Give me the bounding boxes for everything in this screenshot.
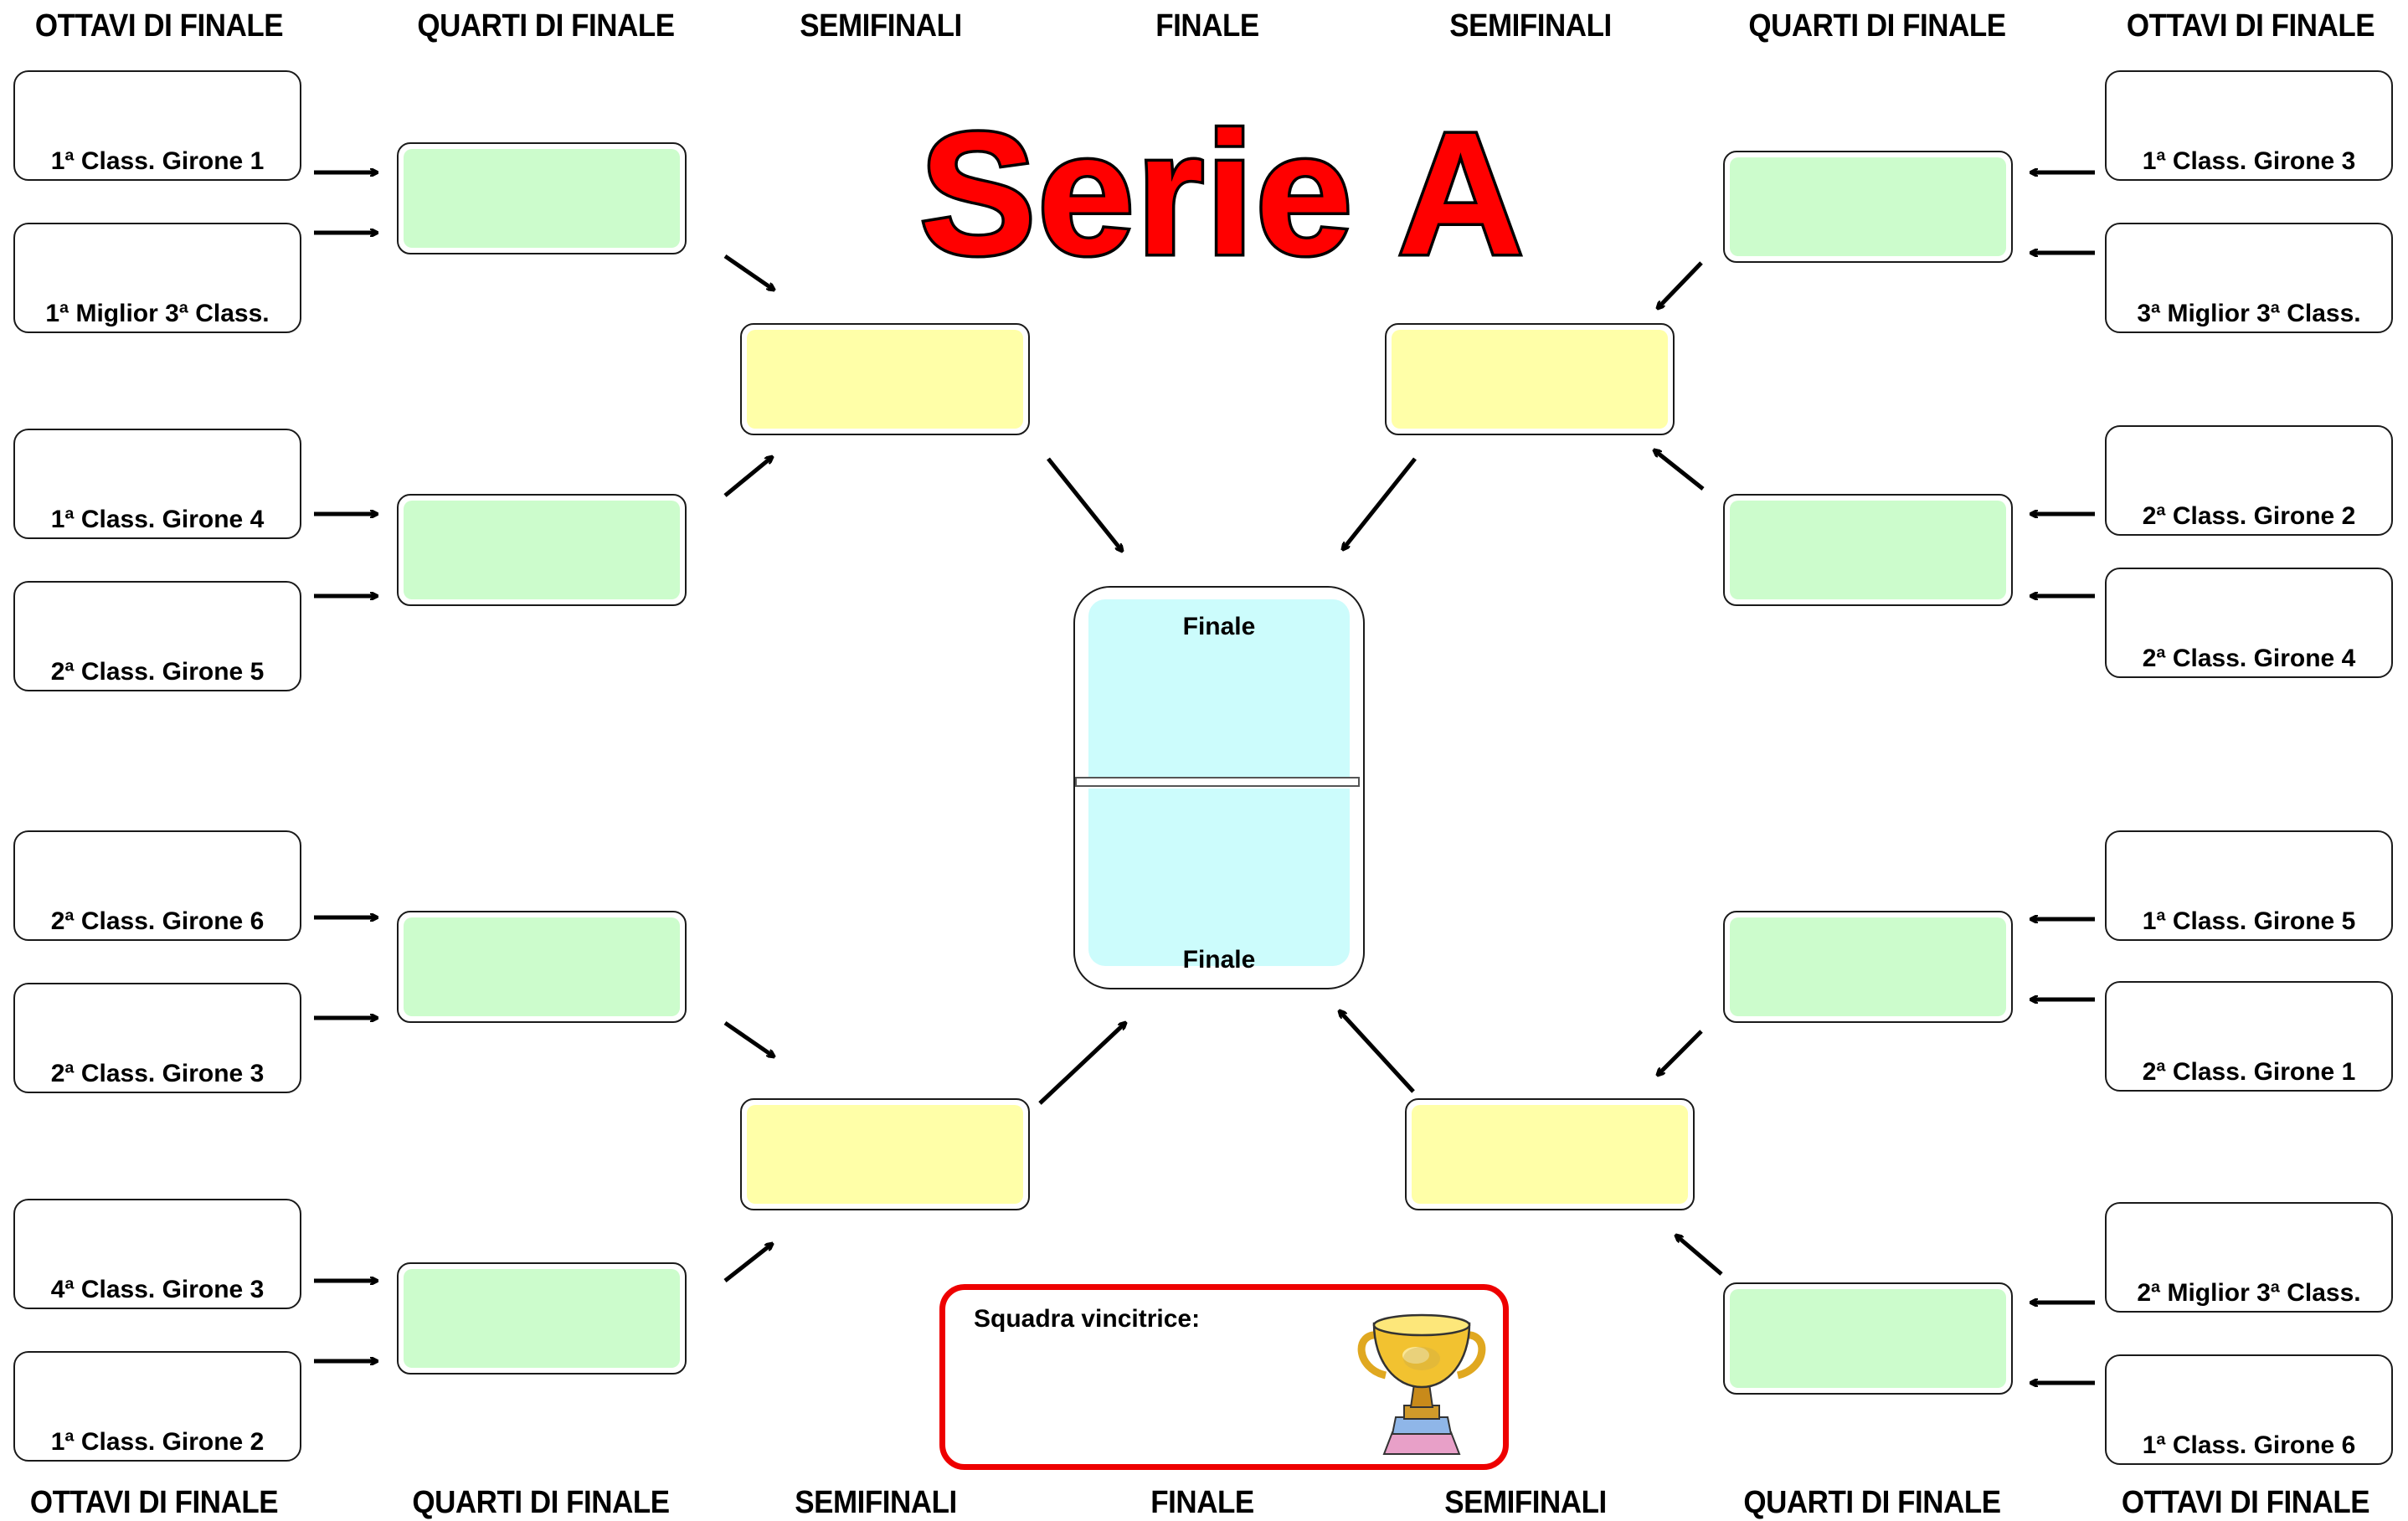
team-label: 1ª Class. Girone 6	[2142, 1431, 2356, 1459]
arrow	[1047, 457, 1122, 551]
arrow	[1343, 457, 1417, 549]
arrow	[723, 1020, 774, 1056]
header-ottavi-right: OTTAVI DI FINALE	[2126, 8, 2375, 44]
quarter-slot-left-3[interactable]	[397, 911, 687, 1023]
team-slot-right-8[interactable]: 1ª Class. Girone 6	[2105, 1354, 2393, 1465]
final-label-bottom: Finale	[1182, 946, 1256, 974]
semi-slot-left-1[interactable]	[740, 323, 1030, 435]
arrow	[1038, 1023, 1125, 1105]
title-serie-a: Serie A	[917, 97, 1526, 291]
footer-quarti-right: QUARTI DI FINALE	[1743, 1485, 2001, 1520]
team-label: 1ª Class. Girone 5	[2142, 907, 2356, 935]
final-box[interactable]: Finale Finale	[1073, 586, 1365, 989]
arrow	[723, 254, 774, 290]
final-label-top: Finale	[1182, 613, 1256, 640]
team-label: 1ª Class. Girone 1	[50, 147, 265, 175]
team-label: 1ª Class. Girone 4	[50, 506, 265, 533]
winner-label: Squadra vincitrice:	[974, 1305, 1201, 1333]
semi-slot-right-1[interactable]	[1385, 323, 1675, 435]
team-slot-left-3[interactable]: 1ª Class. Girone 4	[13, 429, 301, 539]
team-label: 2ª Class. Girone 4	[2142, 645, 2356, 672]
quarter-slot-right-4[interactable]	[1723, 1282, 2013, 1395]
team-slot-left-7[interactable]: 4ª Class. Girone 3	[13, 1199, 301, 1309]
quarter-slot-right-1[interactable]	[1723, 151, 2013, 263]
team-slot-right-2[interactable]: 3ª Miglior 3ª Class.	[2105, 223, 2393, 333]
footer-finale: FINALE	[1150, 1485, 1254, 1520]
footer-quarti-left: QUARTI DI FINALE	[412, 1485, 670, 1520]
arrow	[723, 457, 772, 497]
team-slot-right-7[interactable]: 2ª Miglior 3ª Class.	[2105, 1202, 2393, 1313]
team-label: 2ª Miglior 3ª Class.	[2137, 1279, 2361, 1307]
arrow	[1658, 1030, 1703, 1075]
team-label: 2ª Class. Girone 1	[2142, 1058, 2356, 1086]
team-slot-left-4[interactable]: 2ª Class. Girone 5	[13, 581, 301, 691]
header-finale: FINALE	[1155, 8, 1259, 44]
team-label: 1ª Class. Girone 3	[2142, 147, 2356, 175]
trophy-icon	[1357, 1313, 1486, 1455]
arrow	[1676, 1236, 1723, 1276]
arrow	[1654, 450, 1705, 491]
team-slot-right-4[interactable]: 2ª Class. Girone 4	[2105, 568, 2393, 678]
winner-box[interactable]: Squadra vincitrice:	[939, 1284, 1509, 1470]
final-slot-bottom[interactable]	[1088, 789, 1350, 966]
team-slot-left-2[interactable]: 1ª Miglior 3ª Class.	[13, 223, 301, 333]
quarter-slot-left-2[interactable]	[397, 494, 687, 606]
quarter-slot-left-1[interactable]	[397, 142, 687, 254]
semi-slot-left-2[interactable]	[740, 1098, 1030, 1210]
team-slot-right-1[interactable]: 1ª Class. Girone 3	[2105, 70, 2393, 181]
header-quarti-right: QUARTI DI FINALE	[1748, 8, 2006, 44]
quarter-slot-right-3[interactable]	[1723, 911, 2013, 1023]
footer-ottavi-left: OTTAVI DI FINALE	[29, 1485, 279, 1520]
team-label: 2ª Class. Girone 6	[50, 907, 265, 935]
team-label: 1ª Class. Girone 2	[50, 1428, 265, 1456]
team-slot-right-5[interactable]: 1ª Class. Girone 5	[2105, 830, 2393, 941]
footer-semifinali-left: SEMIFINALI	[795, 1485, 957, 1520]
team-label: 3ª Miglior 3ª Class.	[2137, 300, 2361, 327]
quarter-slot-left-4[interactable]	[397, 1262, 687, 1375]
footer-semifinali-right: SEMIFINALI	[1444, 1485, 1607, 1520]
footer-ottavi-right: OTTAVI DI FINALE	[2121, 1485, 2370, 1520]
arrow	[1340, 1011, 1415, 1093]
arrow	[1658, 261, 1703, 308]
semi-slot-right-2[interactable]	[1405, 1098, 1695, 1210]
final-divider	[1075, 777, 1360, 787]
team-slot-left-6[interactable]: 2ª Class. Girone 3	[13, 983, 301, 1093]
team-label: 4ª Class. Girone 3	[50, 1276, 265, 1303]
team-slot-left-8[interactable]: 1ª Class. Girone 2	[13, 1351, 301, 1462]
header-quarti-left: QUARTI DI FINALE	[417, 8, 675, 44]
quarter-slot-right-2[interactable]	[1723, 494, 2013, 606]
arrow	[723, 1244, 772, 1282]
team-label: 2ª Class. Girone 3	[50, 1060, 265, 1087]
team-slot-right-3[interactable]: 2ª Class. Girone 2	[2105, 425, 2393, 536]
header-semifinali-right: SEMIFINALI	[1449, 8, 1612, 44]
team-slot-left-1[interactable]: 1ª Class. Girone 1	[13, 70, 301, 181]
team-slot-right-6[interactable]: 2ª Class. Girone 1	[2105, 981, 2393, 1092]
team-label: 2ª Class. Girone 2	[2142, 502, 2356, 530]
header-semifinali-left: SEMIFINALI	[800, 8, 962, 44]
final-slot-top[interactable]	[1088, 599, 1350, 777]
header-ottavi-left: OTTAVI DI FINALE	[34, 8, 284, 44]
team-label: 2ª Class. Girone 5	[50, 658, 265, 686]
team-label: 1ª Miglior 3ª Class.	[45, 300, 270, 327]
team-slot-left-5[interactable]: 2ª Class. Girone 6	[13, 830, 301, 941]
